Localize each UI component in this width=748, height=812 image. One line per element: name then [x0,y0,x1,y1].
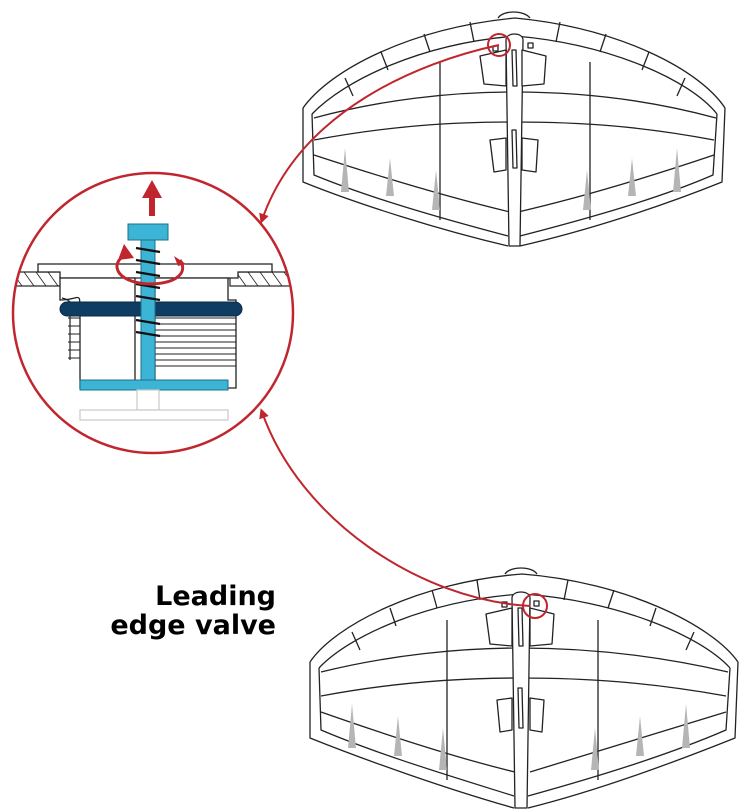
rotate-arrows-icon [115,244,186,286]
wing-bottom-leading-edge [309,573,739,663]
callout-arrow-bottom [259,408,531,607]
valve-base-plate [79,379,229,391]
valve-spring [135,246,161,338]
wing-top [302,11,726,247]
wing-top-center-strut [505,33,524,247]
arrow-up-icon [142,180,162,216]
valve-location-marker-top [487,33,511,57]
callout-arrow-top [259,44,500,224]
caption-line-1: Leading [155,581,276,612]
caption-line-2: edge valve [110,610,276,641]
wing-bottom [309,567,739,809]
detail-frame [11,171,295,455]
valve-detail [13,223,293,421]
valve-cap [127,223,169,241]
wing-top-leading-edge [302,17,726,109]
diagram-caption: Leading edge valve [98,582,276,640]
wing-bottom-center-strut [511,591,531,809]
